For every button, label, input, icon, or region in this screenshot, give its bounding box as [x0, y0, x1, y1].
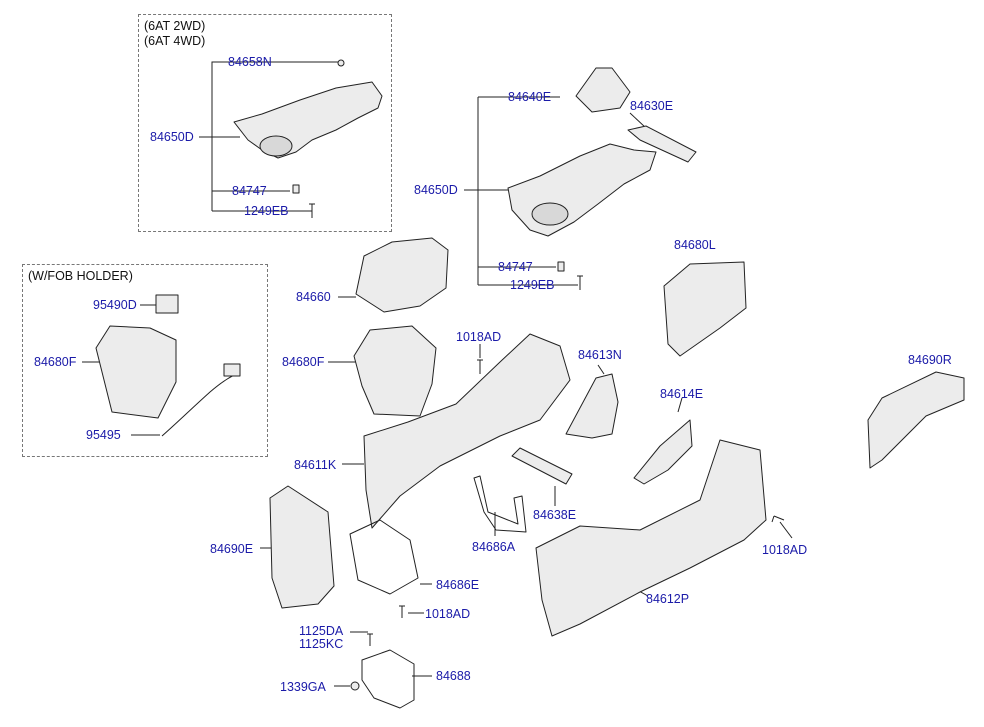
- label-84680F-b[interactable]: 84680F: [282, 355, 325, 369]
- label-1018AD-b[interactable]: 1018AD: [762, 543, 808, 557]
- label-1249EB-b[interactable]: 1249EB: [510, 278, 555, 292]
- label-84680L[interactable]: 84680L: [674, 238, 716, 252]
- cupholder-84650D: [531, 202, 569, 226]
- nut-1339GA: [350, 681, 360, 691]
- bolt-1249EB-b: [577, 275, 583, 290]
- bracket-84614E: [633, 419, 693, 485]
- label-84686A[interactable]: 84686A: [472, 540, 516, 554]
- label-95490D[interactable]: 95490D: [93, 298, 137, 312]
- side-cover-84680L: [663, 261, 747, 357]
- leader-84747-a: [211, 137, 290, 211]
- shift-boot-84640E: [575, 67, 631, 113]
- screw-1018AD-b: [771, 515, 785, 523]
- label-1249EB-a[interactable]: 1249EB: [244, 204, 289, 218]
- bracket-84686A: [473, 475, 527, 533]
- bezel-84630E: [627, 125, 697, 163]
- end-cover-84690E: [269, 485, 335, 609]
- bracket-84688: [361, 649, 415, 709]
- label-1018AD-a[interactable]: 1018AD: [456, 330, 502, 344]
- variant-box-fob-holder: [22, 264, 268, 457]
- label-84680F-a[interactable]: 84680F: [34, 355, 77, 369]
- storage-box-84680F-b: [353, 325, 437, 417]
- label-1339GA[interactable]: 1339GA: [280, 680, 326, 694]
- label-84612P[interactable]: 84612P: [646, 592, 690, 606]
- note-fob-holder: (W/FOB HOLDER): [28, 269, 133, 283]
- fob-switch-95490D: [155, 294, 179, 314]
- label-1018AD-c[interactable]: 1018AD: [425, 607, 471, 621]
- label-84614E[interactable]: 84614E: [660, 387, 704, 401]
- pin-84658N: [337, 59, 345, 67]
- cupholder-2wd: [259, 135, 293, 157]
- note-6at-2wd: (6AT 2WD): [144, 19, 206, 33]
- leader-84614E: [677, 397, 683, 413]
- clip-84747-a: [292, 184, 300, 194]
- bolt-1249EB-a: [309, 203, 315, 218]
- console-upper-84650D: [507, 143, 657, 237]
- leader-84640E: [464, 96, 560, 285]
- armrest-84660: [355, 237, 449, 313]
- screw-1018AD-c: [399, 605, 405, 618]
- bracket-84638E: [511, 447, 573, 485]
- console-lower-84611K: [363, 333, 571, 529]
- leader-84613N: [597, 364, 605, 375]
- label-84613N[interactable]: 84613N: [578, 348, 622, 362]
- label-84640E[interactable]: 84640E: [508, 90, 552, 104]
- label-84638E[interactable]: 84638E: [533, 508, 577, 522]
- label-84611K[interactable]: 84611K: [294, 458, 337, 472]
- note-6at-4wd: (6AT 4WD): [144, 34, 206, 48]
- label-95495[interactable]: 95495: [86, 428, 121, 442]
- variant-box-6at: [138, 14, 392, 232]
- console-upper-2wd: [233, 81, 383, 159]
- leader-1018AD-b: [779, 521, 793, 539]
- label-84688[interactable]: 84688: [436, 669, 471, 683]
- bracket-84686E: [349, 519, 419, 595]
- leader-84630E: [629, 112, 647, 129]
- label-84747-b[interactable]: 84747: [498, 260, 533, 274]
- label-84686E[interactable]: 84686E: [436, 578, 480, 592]
- bolt-1125DA: [367, 633, 373, 646]
- label-84650D-b[interactable]: 84650D: [414, 183, 458, 197]
- label-84630E[interactable]: 84630E: [630, 99, 674, 113]
- fob-connector: [223, 363, 241, 377]
- leader-84650D-a: [199, 61, 290, 138]
- console-body-84612P: [535, 439, 767, 637]
- bracket-84613N: [565, 373, 619, 439]
- label-1125KC[interactable]: 1125KC: [299, 637, 344, 651]
- fob-box-84680F-a: [95, 325, 177, 419]
- clip-84747-b: [557, 261, 565, 272]
- label-84650D-a[interactable]: 84650D: [150, 130, 194, 144]
- label-1125DA[interactable]: 1125DA: [299, 624, 344, 638]
- label-84690E[interactable]: 84690E: [210, 542, 254, 556]
- label-84747-a[interactable]: 84747: [232, 184, 267, 198]
- screw-1018AD-a: [477, 359, 483, 374]
- label-84660[interactable]: 84660: [296, 290, 331, 304]
- label-84658N[interactable]: 84658N: [228, 55, 272, 69]
- side-cover-84690R: [867, 371, 965, 469]
- label-84690R[interactable]: 84690R: [908, 353, 952, 367]
